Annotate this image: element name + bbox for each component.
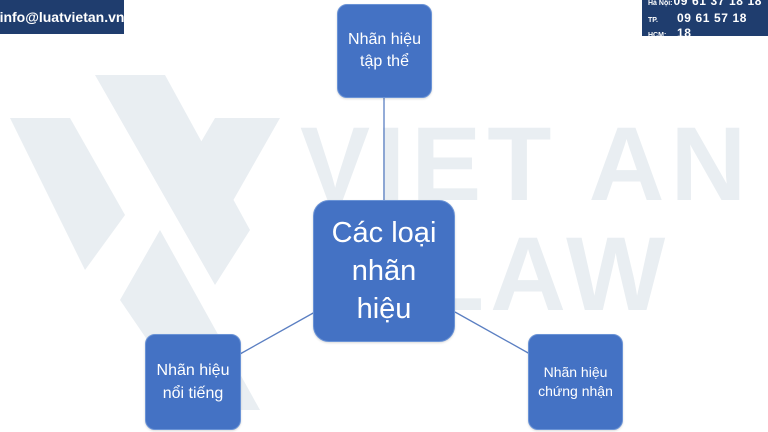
- phone-badge: Hà Nội: 09 61 37 18 18 TP. HCM: 09 61 57…: [642, 0, 768, 40]
- connector-right: [454, 311, 531, 355]
- node-trademark-types-label: Các loại nhãn hiệu: [331, 217, 437, 325]
- watermark-mark-left: [10, 118, 125, 270]
- node-well-known-mark-label: Nhãn hiệu nổi tiếng: [156, 362, 230, 402]
- phone-city-hanoi: Hà Nội:: [648, 0, 673, 7]
- email-text: info@luatvietan.vn: [0, 9, 125, 25]
- phone-city-hcm: TP. HCM:: [648, 16, 667, 39]
- phone-number-hanoi[interactable]: 09 61 37 18 18: [673, 0, 762, 8]
- phone-row-hanoi: Hà Nội: 09 61 37 18 18: [648, 0, 762, 11]
- node-collective-mark-label: Nhãn hiệu tập thể: [348, 31, 421, 70]
- node-collective-mark: Nhãn hiệu tập thể: [337, 4, 432, 98]
- email-badge[interactable]: info@luatvietan.vn: [0, 0, 124, 34]
- node-well-known-mark: Nhãn hiệu nổi tiếng: [145, 334, 241, 430]
- watermark-line2: LAW: [420, 216, 671, 333]
- watermark-mark-right: [170, 118, 280, 250]
- connector-left: [239, 311, 316, 355]
- node-certification-mark: Nhãn hiệu chứng nhận: [528, 334, 623, 430]
- phone-number-hcm[interactable]: 09 61 57 18 18: [677, 10, 748, 40]
- phone-row-hcm: TP. HCM: 09 61 57 18 18: [648, 11, 762, 43]
- node-trademark-types: Các loại nhãn hiệu: [313, 200, 455, 342]
- node-certification-mark-label: Nhãn hiệu chứng nhận: [538, 364, 613, 399]
